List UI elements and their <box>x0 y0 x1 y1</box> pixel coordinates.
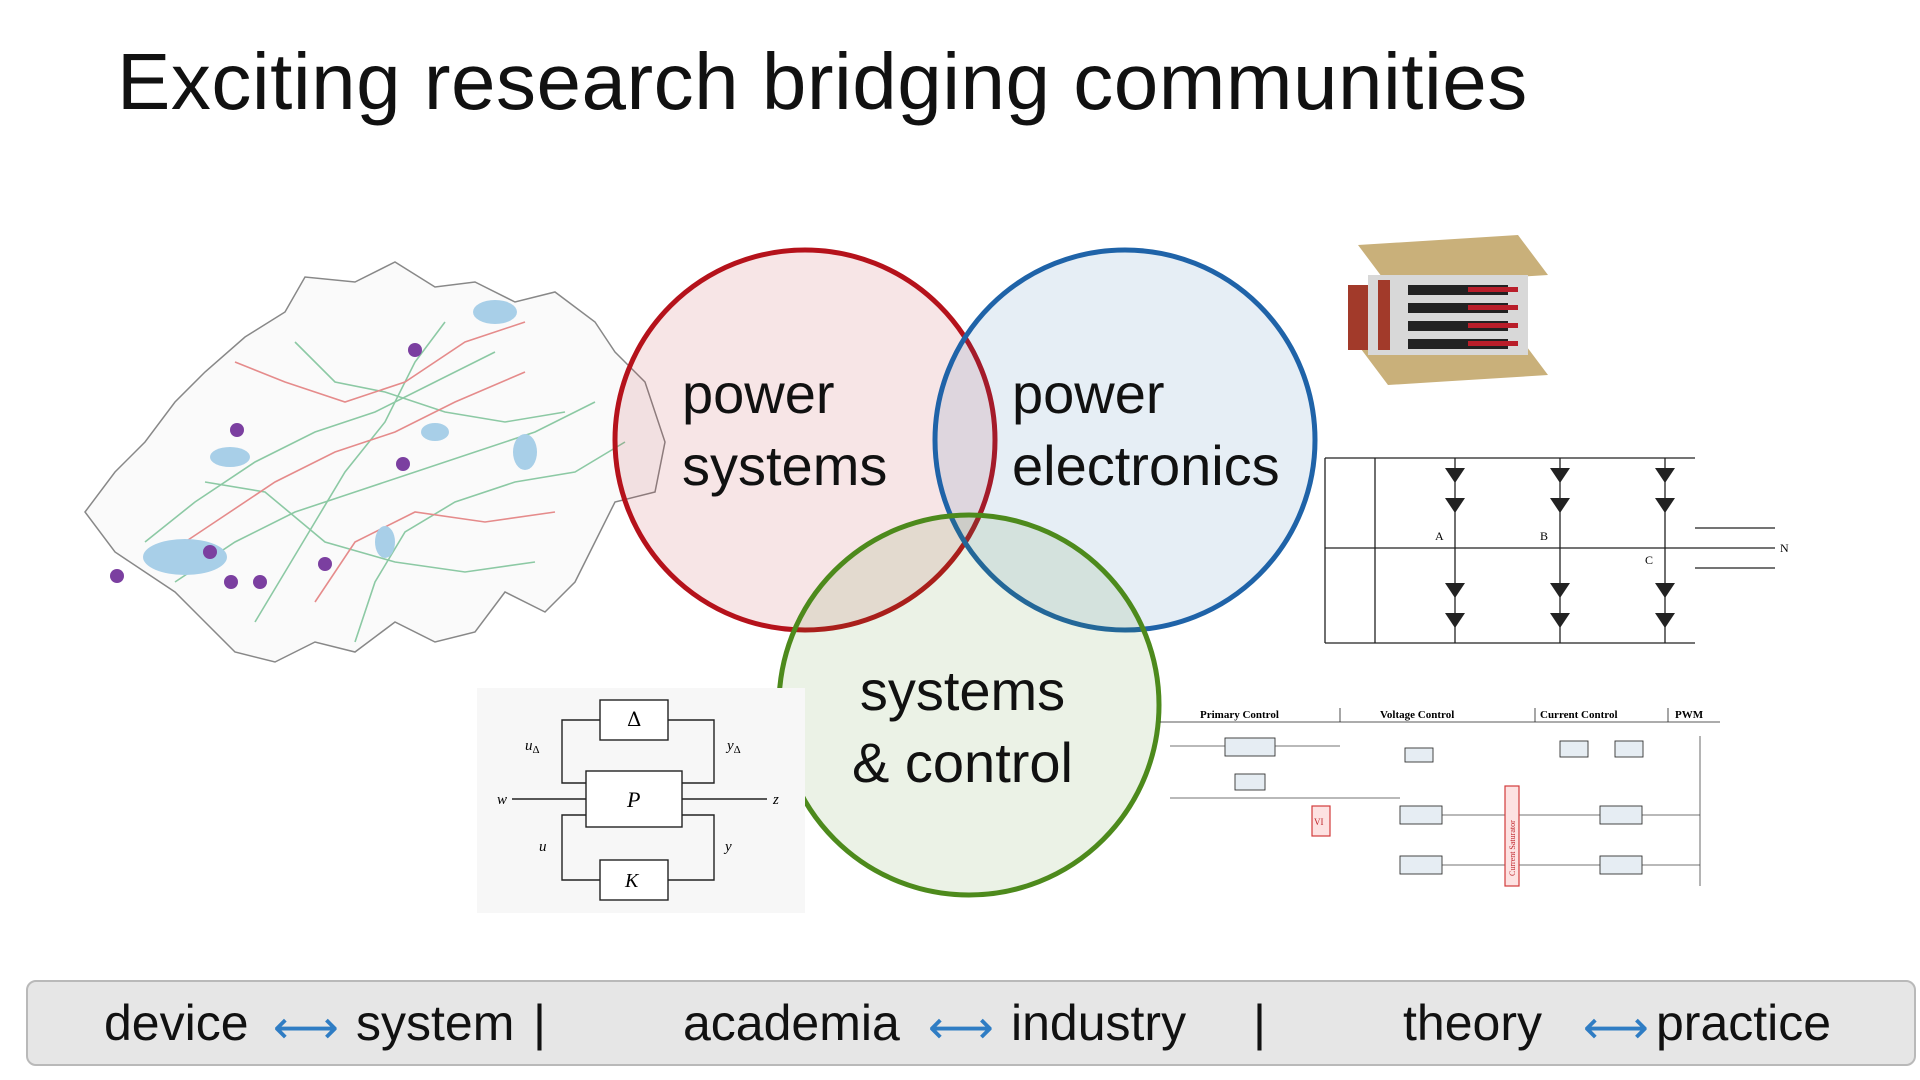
footer-industry: industry <box>1011 995 1187 1051</box>
footer-system: system <box>356 995 515 1051</box>
country-border <box>84 261 666 663</box>
controller-symbol: K <box>624 870 640 892</box>
plant-block <box>585 770 683 828</box>
virtual-impedance-block <box>1311 805 1331 837</box>
page-title: Exciting research bridging communities <box>117 37 1528 126</box>
pwm-header: PWM <box>1675 709 1704 721</box>
voltage-control-header: Voltage Control <box>1380 709 1454 721</box>
u-delta-label: uΔ <box>525 738 540 756</box>
u-label: u <box>539 839 547 855</box>
power-electronics-label: power electronics <box>1012 362 1280 497</box>
node-n-label: N <box>1780 541 1789 555</box>
z-label: z <box>772 792 779 808</box>
primary-control-header: Primary Control <box>1200 709 1279 721</box>
y-delta-label: yΔ <box>725 738 741 756</box>
transmission-grid-map <box>84 261 666 663</box>
y-label: y <box>723 839 732 855</box>
power-systems-circle <box>612 247 998 633</box>
converter-hardware-photo <box>1348 235 1548 385</box>
virtual-impedance-label: VI <box>1314 817 1324 827</box>
power-electronics-circle <box>932 247 1318 633</box>
control-architecture-diagram: Primary Control Voltage Control Current … <box>1160 708 1720 887</box>
current-saturator-block <box>1504 785 1520 887</box>
power-systems-label: power systems <box>682 362 888 497</box>
bidirectional-arrow-icon: ⟷ <box>273 1000 339 1054</box>
footer-device: device <box>104 995 249 1051</box>
footer-practice: practice <box>1656 995 1832 1051</box>
systems-control-label: systems & control <box>852 659 1073 794</box>
footer-academia: academia <box>683 995 900 1051</box>
current-control-header: Current Control <box>1540 709 1618 721</box>
node-b-label: B <box>1540 529 1548 543</box>
delta-symbol: Δ <box>627 707 641 731</box>
w-label: w <box>497 792 507 808</box>
footer-separator: | <box>1253 995 1266 1051</box>
node-c-label: C <box>1645 553 1653 567</box>
footer-separator: | <box>533 995 546 1051</box>
feedback-loop-diagram: Δ P K uΔ yΔ w z u y <box>477 688 805 913</box>
footer-theory: theory <box>1403 995 1542 1051</box>
footer-bar: device ⟷ system | academia ⟷ industry | … <box>26 980 1916 1066</box>
inverter-schematic: A B C N <box>1324 457 1789 644</box>
node-a-label: A <box>1435 529 1444 543</box>
current-saturator-label: Current Saturator <box>1508 820 1517 876</box>
plant-symbol: P <box>626 787 640 812</box>
bidirectional-arrow-icon: ⟷ <box>928 1000 994 1054</box>
bidirectional-arrow-icon: ⟷ <box>1583 1000 1649 1054</box>
